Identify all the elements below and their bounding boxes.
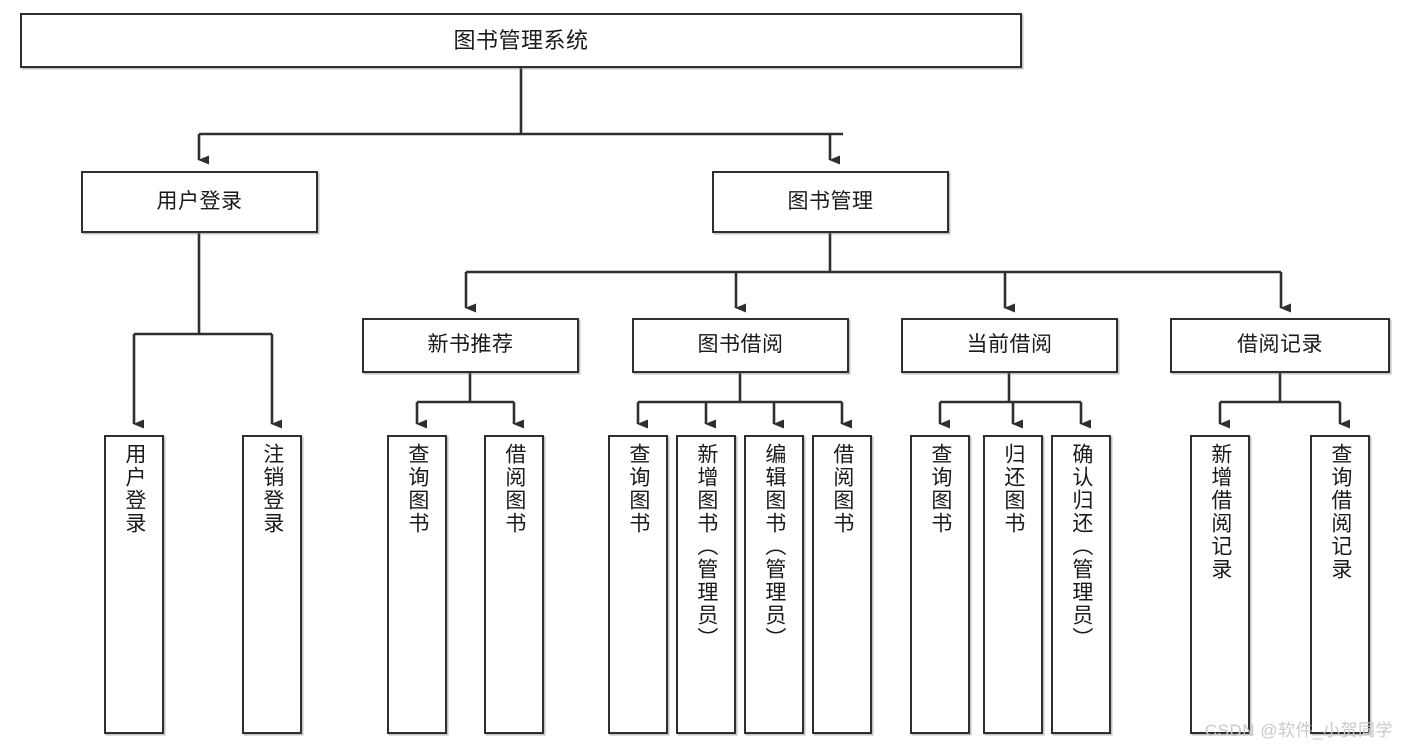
node-label: 借阅图书 (502, 443, 526, 535)
node-current-borrow[interactable]: 当前借阅 (901, 318, 1118, 373)
node-label: 注销登录 (260, 443, 284, 535)
node-leaf-borrow-book-1[interactable]: 借阅图书 (484, 435, 544, 734)
node-leaf-borrow-book-2[interactable]: 借阅图书 (812, 435, 872, 734)
node-leaf-edit-book[interactable]: 编辑图书（管理员） (744, 435, 804, 734)
node-leaf-query-record[interactable]: 查询借阅记录 (1310, 435, 1370, 734)
node-leaf-logout[interactable]: 注销登录 (242, 435, 302, 734)
node-root-system[interactable]: 图书管理系统 (20, 13, 1022, 68)
node-user-login[interactable]: 用户登录 (81, 171, 318, 233)
node-book-manage[interactable]: 图书管理 (712, 171, 949, 233)
node-label: 图书管理系统 (453, 27, 589, 53)
node-label: 归还图书 (1001, 443, 1025, 535)
node-leaf-query-book-3[interactable]: 查询图书 (910, 435, 970, 734)
node-label: 新书推荐 (427, 333, 514, 357)
node-label: 查询图书 (928, 443, 952, 535)
node-label: 用户登录 (156, 189, 243, 213)
node-label: 借阅图书 (830, 443, 854, 535)
node-label: 新增图书（管理员） (694, 443, 718, 650)
node-label: 确认归还（管理员） (1069, 443, 1093, 650)
node-label: 图书借阅 (697, 333, 784, 357)
node-leaf-add-book[interactable]: 新增图书（管理员） (676, 435, 736, 734)
node-label: 借阅记录 (1237, 333, 1323, 357)
node-leaf-return-book[interactable]: 归还图书 (983, 435, 1043, 734)
node-label: 编辑图书（管理员） (762, 443, 786, 650)
node-label: 图书管理 (787, 189, 874, 213)
node-label: 用户登录 (122, 443, 146, 535)
node-leaf-query-book-1[interactable]: 查询图书 (387, 435, 447, 734)
node-book-borrow[interactable]: 图书借阅 (632, 318, 849, 373)
node-label: 当前借阅 (966, 333, 1053, 357)
node-label: 查询借阅记录 (1328, 443, 1352, 581)
node-borrow-record[interactable]: 借阅记录 (1170, 318, 1390, 373)
node-leaf-confirm-return[interactable]: 确认归还（管理员） (1051, 435, 1111, 734)
node-leaf-user-login[interactable]: 用户登录 (104, 435, 164, 734)
node-leaf-add-record[interactable]: 新增借阅记录 (1190, 435, 1250, 734)
watermark: CSDN @软件_小贺同学 (1204, 721, 1393, 740)
node-leaf-query-book-2[interactable]: 查询图书 (608, 435, 668, 734)
node-new-book-recommend[interactable]: 新书推荐 (362, 318, 579, 373)
node-label: 新增借阅记录 (1208, 443, 1232, 581)
node-label: 查询图书 (626, 443, 650, 535)
node-label: 查询图书 (405, 443, 429, 535)
